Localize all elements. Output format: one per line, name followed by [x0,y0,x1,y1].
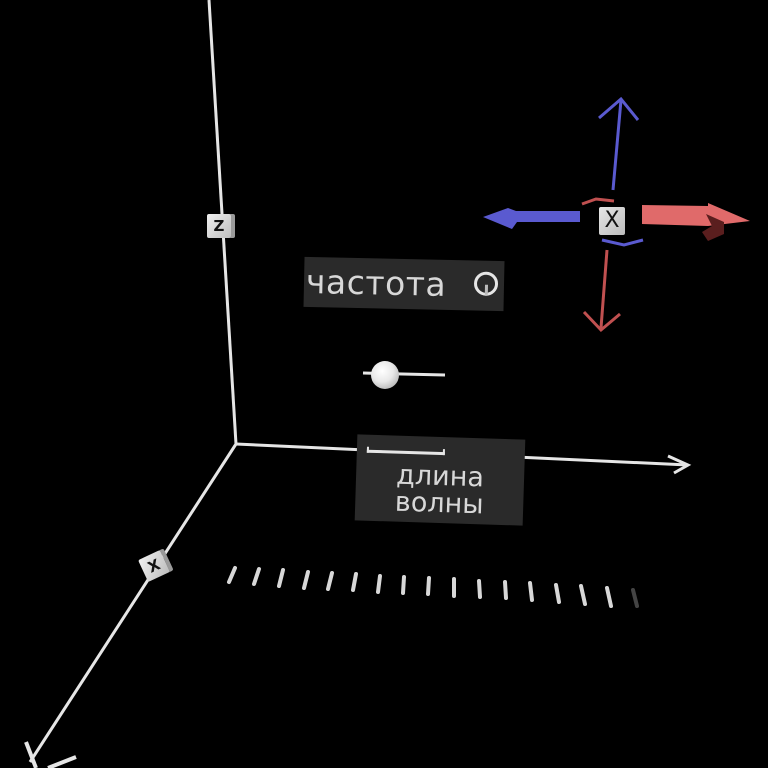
frequency-dial-knob[interactable] [473,271,499,296]
x-axis-label: X [144,555,164,577]
x-axis-arrowhead [24,741,38,768]
frequency-panel: частота [303,256,505,312]
x-axis-arrowhead-b [47,755,77,768]
gizmo-right-arrow [642,203,750,226]
z-axis-label: Z [213,217,225,235]
z-axis-label-cube: Z [207,214,231,238]
wavelength-slider[interactable] [366,446,445,456]
gizmo-left-arrow [483,208,580,229]
frequency-label: частота [305,261,447,304]
wave-markers [227,566,639,608]
gizmo-center-cube[interactable]: X [599,207,625,235]
transform-gizmo[interactable] [483,96,750,333]
gizmo-down-arrow [599,249,609,329]
wavelength-panel: длина волны [354,434,526,526]
gizmo-center-label: X [604,208,620,233]
gizmo-up-arrow [611,99,623,191]
x-axis-line [28,443,238,763]
wavelength-label: длина волны [394,459,485,521]
y-axis-arrowhead [667,454,692,475]
probe-sphere[interactable] [371,361,399,389]
